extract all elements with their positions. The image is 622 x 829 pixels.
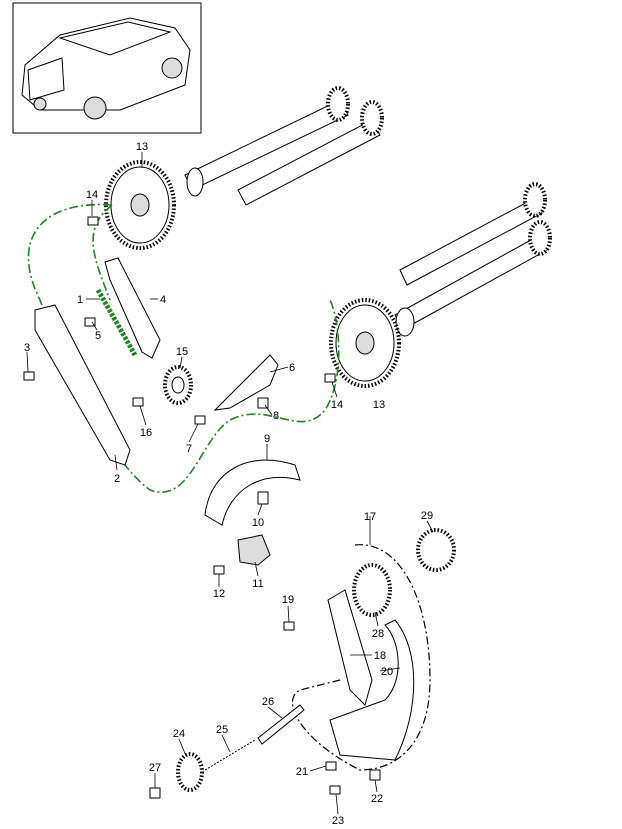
callout-10: 10 — [252, 517, 264, 529]
idler-roller — [416, 528, 456, 572]
bolts — [23, 216, 381, 799]
crankshaft-sprocket — [352, 563, 392, 617]
guide-rail-upper — [104, 257, 161, 359]
callout-28: 28 — [372, 628, 384, 640]
chain-tensioner-body — [237, 534, 271, 566]
guide-rail-lower — [204, 459, 301, 526]
callout-5: 5 — [95, 330, 101, 342]
lower-tensioner-rail — [329, 619, 415, 761]
guide-rail-middle — [213, 354, 279, 411]
tensioner-rail — [34, 304, 131, 466]
vehicle-thumbnail — [12, 2, 202, 134]
callout-2: 2 — [114, 473, 120, 485]
camshaft-sprocket-upper — [104, 160, 176, 250]
callout-3: 3 — [24, 342, 30, 354]
callout-14b: 14 — [331, 399, 343, 411]
callout-18: 18 — [374, 650, 386, 662]
callout-7: 7 — [186, 443, 192, 455]
callout-4: 4 — [160, 294, 166, 306]
lower-guide-rail — [327, 589, 373, 706]
callout-8: 8 — [273, 410, 279, 422]
callout-22: 22 — [371, 793, 383, 805]
camshafts-upper — [184, 86, 384, 206]
leader-lines — [26, 152, 434, 815]
callout-25: 25 — [216, 724, 228, 736]
camshaft-sprocket-lower — [329, 298, 401, 388]
callout-12: 12 — [213, 588, 225, 600]
chain-segment-highlight — [95, 288, 138, 357]
timing-chain-upper — [27, 203, 340, 493]
callout-9: 9 — [264, 433, 270, 445]
callout-17: 17 — [364, 511, 376, 523]
intermediate-sprocket — [163, 365, 193, 405]
callout-13b: 13 — [373, 399, 385, 411]
tensioner-spring — [204, 739, 256, 771]
callout-1: 1 — [77, 294, 83, 306]
oil-pump-sprocket — [176, 752, 204, 792]
callout-15: 15 — [176, 346, 188, 358]
callout-13: 13 — [136, 141, 148, 153]
callout-23: 23 — [332, 815, 344, 827]
callout-19: 19 — [282, 594, 294, 606]
callout-20: 20 — [381, 666, 393, 678]
callout-labels: 13 14 1 4 5 3 15 6 16 8 7 2 9 10 11 12 1… — [24, 141, 433, 827]
callout-14: 14 — [86, 189, 98, 201]
callout-16: 16 — [140, 427, 152, 439]
callout-26: 26 — [262, 696, 274, 708]
camshafts-lower — [394, 182, 552, 337]
callout-21: 21 — [296, 766, 308, 778]
callout-24: 24 — [173, 728, 185, 740]
callout-6: 6 — [289, 362, 295, 374]
tensioner-piston — [257, 704, 305, 745]
callout-11: 11 — [252, 578, 263, 590]
callout-27: 27 — [149, 762, 161, 774]
callout-29: 29 — [421, 510, 433, 522]
